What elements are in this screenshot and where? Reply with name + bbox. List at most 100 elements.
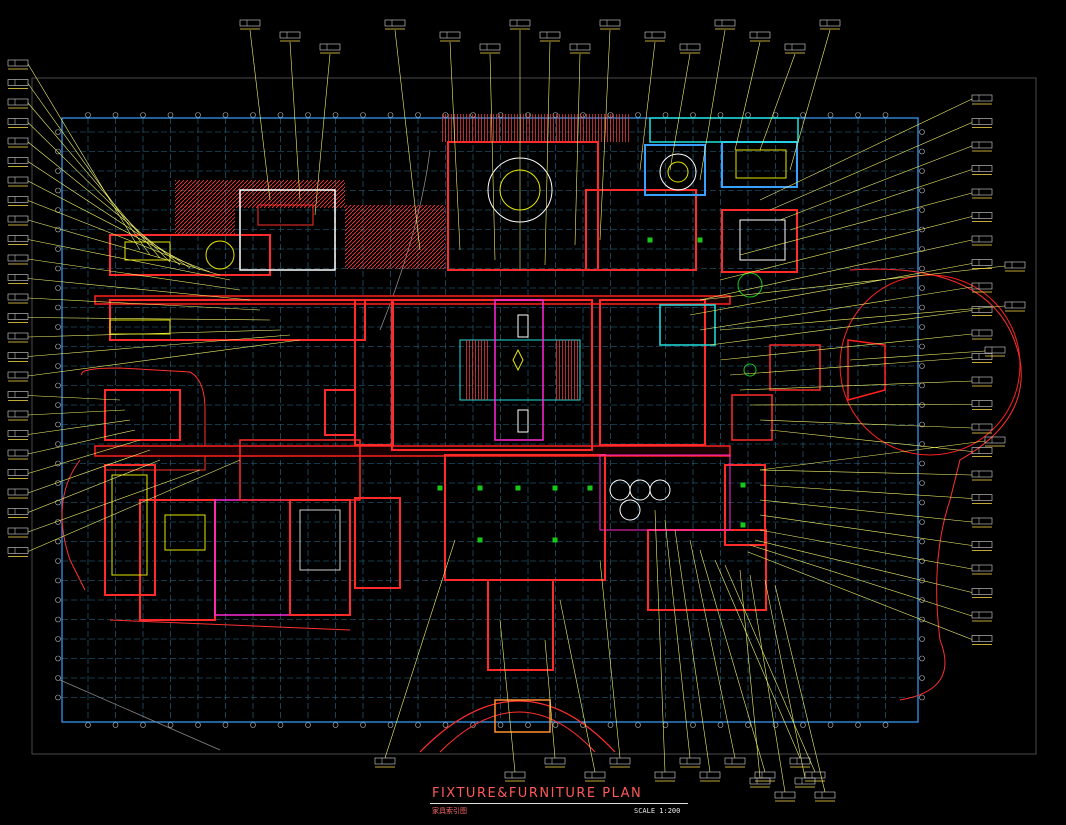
grid-bubble [277,112,284,118]
drawing-frame [31,77,1037,755]
grid-bubble [55,168,61,174]
grid-bubble [919,207,925,213]
annotation-tag [479,43,501,51]
leader-line [544,41,551,266]
grid-bubble [919,675,925,681]
grid-bubble [772,112,779,118]
grid-bubble [525,722,531,728]
grid-bubble [882,722,889,728]
grid-bubble [662,722,669,728]
leader-line [729,357,973,376]
grid-bubble [855,112,861,118]
grid-bubble [167,112,174,118]
annotation-tag [971,541,993,548]
grid-bubble [919,538,925,545]
grid-bubble [635,112,641,118]
annotation-tag [971,447,993,454]
annotation-tag [439,31,461,39]
grid-bubble [919,285,925,291]
grid-bubble [55,382,61,389]
column-marker [647,237,653,243]
leader-line [27,161,191,269]
leader-line [574,53,581,246]
annotation-tag [7,157,29,164]
annotation-tag [971,188,993,196]
annotation-tag [279,31,301,39]
grid-bubble [55,499,61,506]
leader-line [394,29,421,251]
leader-line [747,551,973,640]
leader-line [27,419,131,435]
grid-bubble [919,148,925,155]
leader-line [314,53,331,216]
column-marker [437,485,443,491]
grid-bubble [195,112,201,118]
grid-bubble [55,421,61,428]
column-marker [515,485,521,491]
annotation-tag [804,771,826,779]
leader-line [759,529,973,570]
grid-bubble [919,597,925,603]
grid-bubble [85,112,91,118]
leader-line [27,459,241,552]
leader-line [499,619,516,773]
grid-bubble [919,343,925,350]
leader-line [759,53,796,151]
grid-bubble [55,129,61,135]
leader-line [289,41,301,201]
leader-line [719,333,973,361]
annotation-tag [7,527,29,535]
grid-bubble [919,694,925,701]
column-marker [477,537,483,543]
annotation-tag [374,757,396,765]
drawing-title: FIXTURE&FURNITURE PLAN [432,786,643,801]
grid-bubble [919,187,925,194]
annotation-tag [7,176,29,184]
leader-line [759,469,973,476]
grid-bubble [55,636,61,642]
grid-bubble [55,363,61,369]
annotation-tag [584,771,606,779]
annotation-tag [749,31,771,39]
annotation-tag [971,353,993,360]
grid-bubble [855,722,861,728]
grid-bubble [222,112,229,118]
grid-bubble [662,112,669,118]
leader-line [27,329,281,338]
grid-bubble [919,460,925,467]
grid-bubble [552,722,559,728]
drawing-subtitle: 家具索引图 [432,807,467,815]
leader-line [639,41,656,171]
annotation-tag [7,469,29,476]
annotation-tag [319,43,341,51]
grid-bubble [919,636,925,642]
annotation-tag [7,410,29,418]
annotation-tag [774,791,796,799]
annotation-tag [971,141,993,149]
grid-bubble [442,722,449,728]
annotation-tag [984,436,1006,444]
annotation-tag [544,757,566,765]
column-marker [740,482,746,488]
leader-line [759,499,973,523]
grid-bubble [717,722,724,728]
leader-line [774,584,826,793]
annotation-tag [754,771,776,779]
leader-line [714,559,801,759]
grid-bubble [919,480,925,486]
leader-line [27,122,171,263]
annotation-tag [609,757,631,765]
leader-line [699,286,973,331]
leader-line [27,409,126,416]
grid-bubble [360,112,366,118]
terrace-hatching [175,114,630,269]
leader-line [27,219,221,276]
annotation-tag [7,137,29,145]
leader-line [759,440,986,471]
grid-bubble [919,519,925,525]
leader-line [849,350,986,361]
grid-bubble [55,148,61,155]
grid-bubble [919,246,925,252]
annotation-tag [679,757,701,765]
annotation-tag [644,31,666,39]
